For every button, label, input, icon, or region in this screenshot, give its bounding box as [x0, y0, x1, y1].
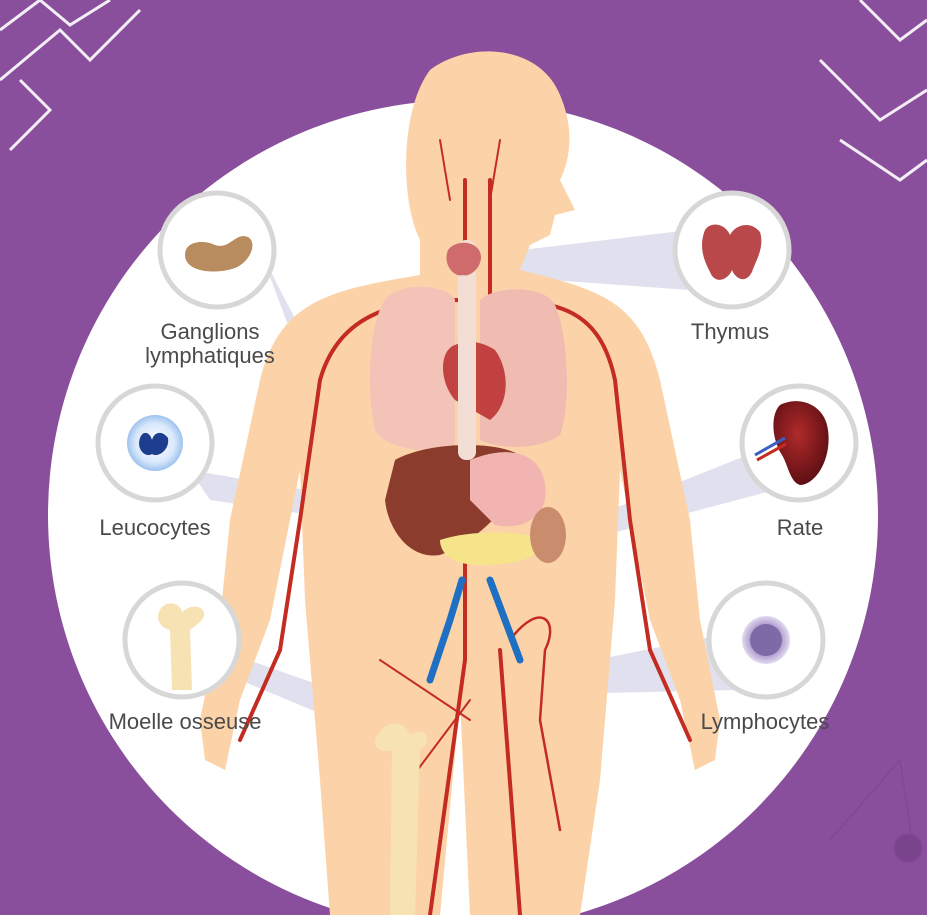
label-ganglions-line2: lymphatiques: [120, 344, 300, 368]
label-lymphocytes: Lymphocytes: [680, 710, 850, 734]
label-ganglions-line1: Ganglions: [120, 320, 300, 344]
callout-ganglions: [160, 193, 274, 307]
label-ganglions: Ganglions lymphatiques: [120, 320, 300, 368]
label-thymus: Thymus: [660, 320, 800, 344]
label-moelle: Moelle osseuse: [100, 710, 270, 734]
callout-rate: [742, 386, 856, 500]
callout-lymphocytes: [709, 583, 823, 697]
label-leucocytes: Leucocytes: [75, 516, 235, 540]
callout-leucocytes: [98, 386, 212, 500]
callout-thymus: [675, 193, 789, 307]
label-rate: Rate: [750, 516, 850, 540]
callout-moelle: [125, 583, 239, 697]
